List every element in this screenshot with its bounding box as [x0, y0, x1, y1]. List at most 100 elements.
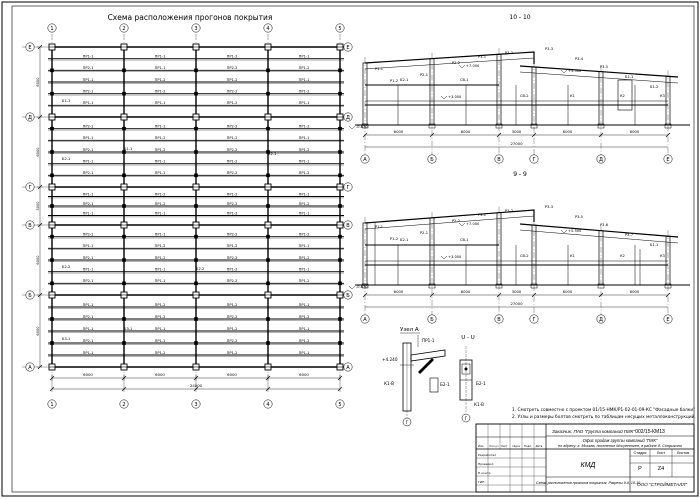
doc-mark: КМД: [581, 462, 596, 469]
sheet-value: Z4: [658, 466, 664, 472]
customer: Заказчик: ПАО "Группа компаний ПИК": [552, 428, 635, 434]
purlin-tag: ПР1-1: [299, 101, 310, 105]
section-dim: 6000: [461, 129, 471, 134]
purlin-tag: ПР1-2: [155, 192, 166, 196]
section-tag: Р3-2: [505, 209, 513, 213]
section-tag: Б2-1: [400, 238, 408, 242]
section-axis-bubble-label: В: [497, 157, 501, 163]
revision-header-1: Изм.: [478, 444, 484, 448]
section-total-dim: 27000: [510, 141, 523, 146]
purlin-tag: ПР2-1: [83, 66, 94, 70]
axis-bubble-right-2-label: Д: [346, 115, 350, 121]
node-elevation: +4.240: [382, 357, 398, 362]
purlin-tag: ПР1-2: [155, 256, 166, 260]
section-tag: К1: [570, 254, 575, 258]
elevation-mark: [440, 95, 448, 100]
elevation-mark: [458, 222, 466, 227]
section-tag: К2: [620, 94, 625, 98]
purlin-tag: ПР1-2: [155, 315, 166, 319]
brace-tag: Б3-1: [62, 337, 70, 341]
section-roof-left: [364, 209, 535, 224]
purlin-tag: ПР1-2: [227, 101, 238, 105]
purlin-tag: ПР1-2: [155, 78, 166, 82]
axis-bubble-left-4-label: В: [28, 223, 32, 229]
purlin-tag: ПР2-1: [83, 89, 94, 93]
elevation-mark: [440, 255, 448, 260]
plan-dim: 6000: [299, 372, 309, 377]
purlin-tag: ПР1-2: [299, 279, 310, 283]
purlin-tag: ПР1-2: [227, 327, 238, 331]
plan-left-dim: 6000: [36, 147, 40, 157]
axis-bubble-left-5-label: Б: [28, 293, 32, 299]
axis-bubble-left-6-label: А: [28, 365, 32, 371]
plan-dim: 6000: [227, 372, 237, 377]
stage-header: Стадия: [634, 451, 647, 455]
section-axis-bubble: [529, 154, 539, 164]
purlin-tag: ПР2-2: [227, 232, 238, 236]
section-axis-bubble: [529, 314, 539, 324]
section-tag: Р3-6: [600, 223, 609, 227]
revision-header-3: Лист: [501, 444, 508, 448]
purlin-tag: ПР1-1: [83, 327, 94, 331]
purlin-tag: ПР2-2: [227, 315, 238, 319]
purlin-tag: ПР1-1: [299, 351, 310, 355]
purlin-tag: ПР1-2: [155, 303, 166, 307]
axis-bubble-bottom-5: [335, 399, 345, 409]
purlin-tag: ПР1-1: [83, 136, 94, 140]
purlin-tag: ПР1-2: [299, 315, 310, 319]
section-base: [530, 283, 538, 289]
section-dim: 6000: [563, 289, 573, 294]
signature-role-1: Разработал: [478, 453, 496, 457]
section-tag: Б1-1: [625, 75, 633, 79]
axis-bubble-top-2: [119, 23, 129, 33]
brace-tag: Б2-2: [196, 267, 204, 271]
purlin-tag: ПР2-2: [227, 89, 238, 93]
plan-left-dim: 6000: [36, 326, 40, 336]
purlin-tag: ПР2-2: [227, 148, 238, 152]
section-base: [664, 123, 672, 129]
purlin-tag: ПР2-1: [83, 124, 94, 128]
section-tag: СВ-1: [460, 238, 469, 242]
sheet-header: Лист: [657, 451, 666, 455]
purlin-tag: ПР2-1: [83, 171, 94, 175]
section-axis-bubble: [427, 314, 437, 324]
purlin-tag: ПР1-2: [299, 148, 310, 152]
section-axis-bubble-label: А: [363, 157, 367, 163]
organization: ООО "СТРОЙМЕТАЛЛ": [637, 480, 687, 487]
sheet-inner-frame: [11, 5, 695, 493]
purlin-tag: ПР1-2: [155, 89, 166, 93]
axis-bubble-left-3: [25, 182, 35, 192]
elevation-label: -0.630: [356, 125, 368, 129]
section-dim: 6000: [630, 289, 640, 294]
plan-purlins: [48, 58, 344, 357]
elevation-mark: [560, 69, 568, 74]
section-roof-left-inner: [364, 57, 535, 70]
section-tag: Р3-5: [600, 65, 608, 69]
purlin-tag: ПР1-1: [83, 192, 94, 196]
axis-bubble-top-1: [47, 23, 57, 33]
purlin-tag: ПР2-2: [227, 202, 238, 206]
section-axis-bubble-label: Г: [532, 157, 535, 163]
elevation-label: -0.630: [356, 285, 368, 289]
section-base: [530, 123, 538, 129]
section-tag: К1: [570, 94, 575, 98]
purlin-tag: ПР1-2: [299, 256, 310, 260]
section-dim: 6000: [461, 289, 471, 294]
section-dim: 6000: [394, 129, 404, 134]
axis-bubble-bottom-3: [191, 399, 201, 409]
axis-bubble-bottom-2-label: 2: [122, 402, 125, 408]
section-axis-bubble-label: А: [363, 317, 367, 323]
purlin-tag: ПР1-2: [227, 267, 238, 271]
section-10-title: 10 - 10: [509, 14, 530, 21]
purlin-tag: ПР1-1: [155, 66, 166, 70]
purlin-tag: ПР2-1: [83, 202, 94, 206]
section-axis-bubble: [663, 314, 673, 324]
